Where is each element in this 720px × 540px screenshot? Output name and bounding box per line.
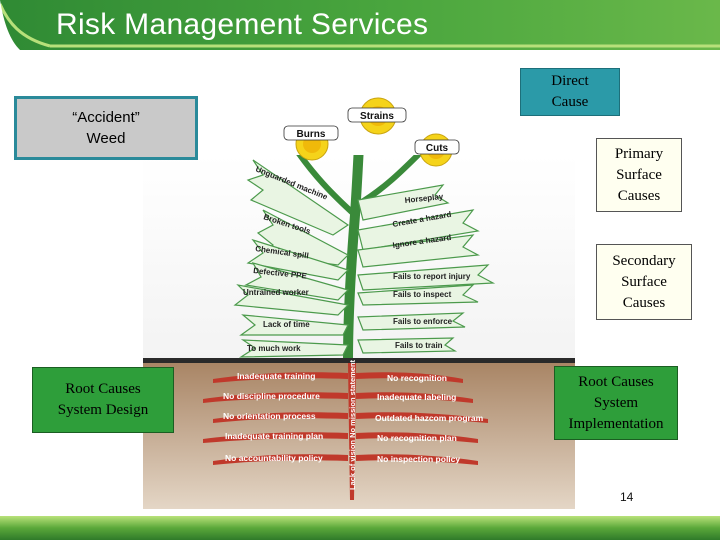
root-label-left: No accountability policy — [225, 453, 323, 463]
leaf-label-right: Horseplay — [404, 192, 444, 205]
weed-svg: Unguarded machine Broken tools Chemical … — [143, 143, 575, 509]
leaf-label-left: Lack of time — [263, 320, 310, 329]
root-label-right: No inspection policy — [377, 454, 460, 464]
root-label-right: Outdated hazcom program — [375, 413, 484, 423]
direct-cause-box: Direct Cause — [520, 68, 620, 116]
secondary-surface-causes-box: Secondary Surface Causes — [596, 244, 692, 320]
weed-illustration: Unguarded machine Broken tools Chemical … — [143, 143, 575, 509]
leaf-label-right: Fails to report injury — [393, 272, 471, 281]
flower-burns: Burns — [283, 125, 339, 161]
root-label-right: No recognition plan — [377, 433, 457, 443]
flower-label: Cuts — [426, 143, 449, 154]
taproot-label: Lack of vision No mission statement — [348, 359, 357, 490]
leaf-label-right: Fails to train — [395, 341, 443, 350]
accident-weed-box: “Accident” Weed — [14, 96, 198, 160]
root-label-right: No recognition — [387, 373, 447, 383]
footer-bar — [0, 516, 720, 540]
taproot — [348, 363, 356, 500]
root-label-left: Inadequate training plan — [225, 431, 323, 441]
flower-strains: Strains — [347, 97, 407, 135]
primary-surface-causes-box: Primary Surface Causes — [596, 138, 682, 212]
root-label-right: Inadequate labeling — [377, 392, 456, 402]
header-background — [0, 0, 720, 50]
root-causes-design-box: Root Causes System Design — [32, 367, 174, 433]
root-causes-implementation-box: Root Causes System Implementation — [554, 366, 678, 440]
flower-heads: Burns Strains Cuts — [283, 97, 460, 167]
flower-label: Strains — [360, 111, 394, 122]
flower-label: Burns — [297, 129, 326, 140]
leaf-label-left: Untrained worker — [243, 288, 309, 297]
page-number: 14 — [620, 490, 634, 504]
flower-cuts: Cuts — [414, 133, 460, 167]
root-label-left: No discipline procedure — [223, 391, 320, 401]
root-label-left: Inadequate training — [237, 371, 315, 381]
leaf-label-right: Fails to enforce — [393, 317, 453, 326]
header-bar — [0, 0, 720, 50]
leaf-label-right: Fails to inspect — [393, 290, 452, 299]
ground-line — [143, 358, 575, 363]
leaf-label-left: To much work — [247, 344, 301, 353]
slide-title: Risk Management Services — [56, 8, 429, 41]
root-label-left: No orientation process — [223, 411, 316, 421]
